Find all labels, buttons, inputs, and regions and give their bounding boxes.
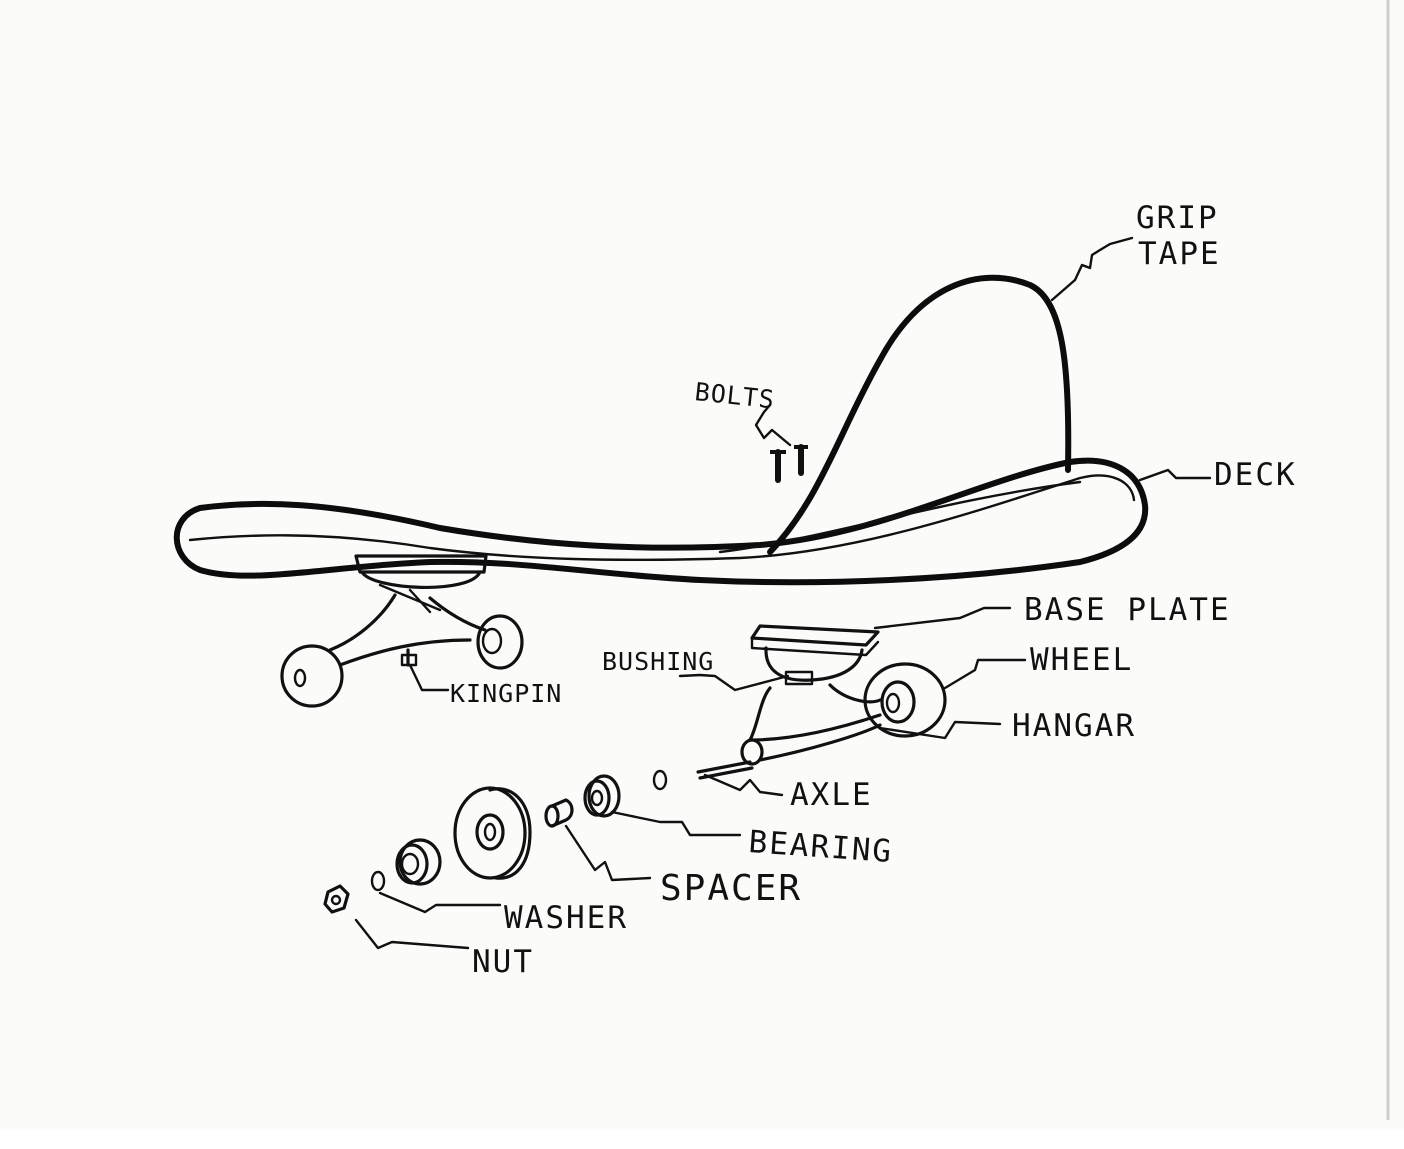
label-wheel: WHEEL <box>1030 642 1133 678</box>
leader-wheel <box>943 658 1027 690</box>
leader-kingpin <box>408 663 450 692</box>
leader-axle <box>703 773 784 797</box>
deck <box>173 457 1149 586</box>
nut-part <box>323 884 350 914</box>
leader-lines <box>354 236 1212 950</box>
leader-base-plate <box>873 606 1012 630</box>
leader-grip-tape <box>1050 236 1134 302</box>
label-spacer: SPACER <box>660 868 802 909</box>
leader-deck <box>1138 468 1212 482</box>
label-deck: DECK <box>1214 457 1297 493</box>
label-bushing: BUSHING <box>602 647 714 676</box>
right-bearing <box>583 774 621 818</box>
labels: GRIP TAPE BOLTS DECK BASE PLATE WHEEL BU… <box>450 200 1297 980</box>
washer-part <box>370 870 386 892</box>
leader-bearing <box>610 810 742 837</box>
leader-spacer <box>564 824 652 882</box>
bolts-icon <box>770 444 808 483</box>
label-axle: AXLE <box>790 777 873 813</box>
leader-bushing <box>678 673 790 692</box>
label-base-plate: BASE PLATE <box>1024 592 1231 628</box>
leader-washer <box>378 891 502 914</box>
leader-bolts <box>754 403 792 447</box>
grip-tape <box>767 274 1072 555</box>
axle-washer-part <box>652 769 668 791</box>
left-bearing <box>395 838 442 886</box>
label-grip-tape-line2: TAPE <box>1138 236 1221 272</box>
label-hangar: HANGAR <box>1012 708 1136 744</box>
label-kingpin: KINGPIN <box>450 679 562 708</box>
rear-truck <box>696 624 947 780</box>
label-washer: WASHER <box>504 900 628 936</box>
label-grip-tape-line1: GRIP <box>1136 200 1219 236</box>
label-nut: NUT <box>472 944 534 980</box>
paper-bottom-margin <box>0 1130 1404 1149</box>
front-truck <box>280 554 524 708</box>
leader-hangar <box>878 720 1002 740</box>
label-bearing: BEARING <box>747 824 894 870</box>
wheel-part <box>453 786 532 880</box>
spacer-part <box>544 798 574 828</box>
exploded-parts <box>323 769 668 914</box>
label-bolts: BOLTS <box>693 377 776 414</box>
leader-nut <box>354 918 470 950</box>
